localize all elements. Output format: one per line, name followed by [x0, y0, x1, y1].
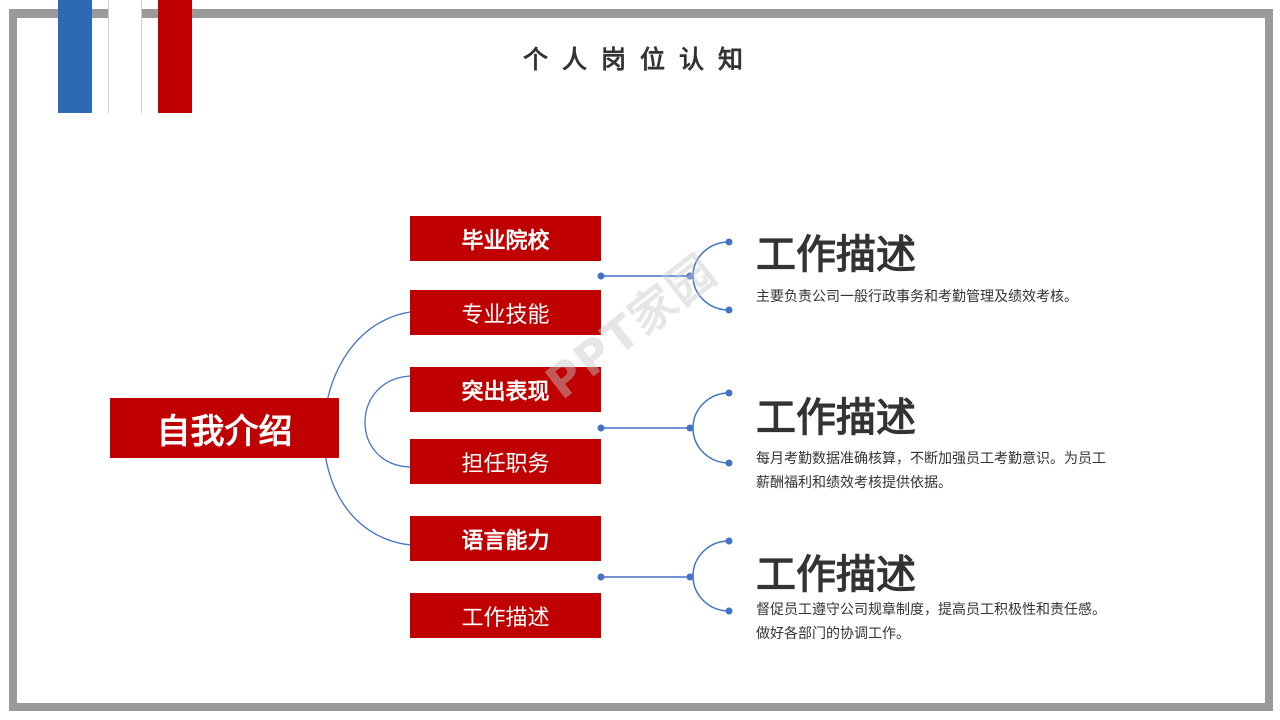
decorative-blue-stripe — [58, 0, 92, 113]
connector-arc-1 — [692, 241, 730, 311]
decorative-red-stripe — [158, 0, 192, 113]
description-text-2: 每月考勤数据准确核算，不断加强员工考勤意识。为员工薪酬福利和绩效考核提供依据。 — [756, 451, 1106, 491]
node-position-held: 担任职务 — [410, 439, 601, 484]
connector-dot-1-top — [725, 238, 733, 246]
connector-dot-3-start — [597, 573, 605, 581]
connector-arc-2 — [692, 392, 730, 464]
connector-dot-1-bottom — [725, 306, 733, 314]
connector-dot-2-mid — [686, 424, 694, 432]
root-inner-bracket — [364, 375, 411, 468]
node-professional-skills: 专业技能 — [410, 290, 601, 335]
decorative-white-stripe — [108, 0, 142, 113]
connector-dot-2-top — [725, 389, 733, 397]
node-outstanding-performance: 突出表现 — [410, 367, 601, 412]
slide-title: 个人岗位认知 — [522, 45, 757, 74]
connector-dot-3-mid — [686, 573, 694, 581]
node-language-ability: 语言能力 — [410, 516, 601, 561]
description-text-3: 督促员工遵守公司规章制度，提高员工积极性和责任感。做好各部门的协调工作。 — [756, 602, 1106, 642]
connector-dot-3-bottom — [725, 607, 733, 615]
description-text-1: 主要负责公司一般行政事务和考勤管理及绩效考核。 — [756, 289, 1078, 305]
connector-dot-1-start — [597, 272, 605, 280]
connector-dot-3-top — [725, 537, 733, 545]
description-title-3: 工作描述 — [756, 552, 916, 598]
root-node: 自我介绍 — [110, 398, 339, 458]
connector-dot-2-bottom — [725, 459, 733, 467]
connector-dot-2-start — [597, 424, 605, 432]
slide-frame — [9, 9, 1273, 711]
node-job-description: 工作描述 — [410, 593, 601, 638]
description-title-1: 工作描述 — [756, 232, 916, 278]
node-graduation-school: 毕业院校 — [410, 216, 601, 261]
connector-dot-1-mid — [686, 272, 694, 280]
connector-arc-3 — [692, 540, 730, 612]
description-title-2: 工作描述 — [756, 395, 916, 441]
